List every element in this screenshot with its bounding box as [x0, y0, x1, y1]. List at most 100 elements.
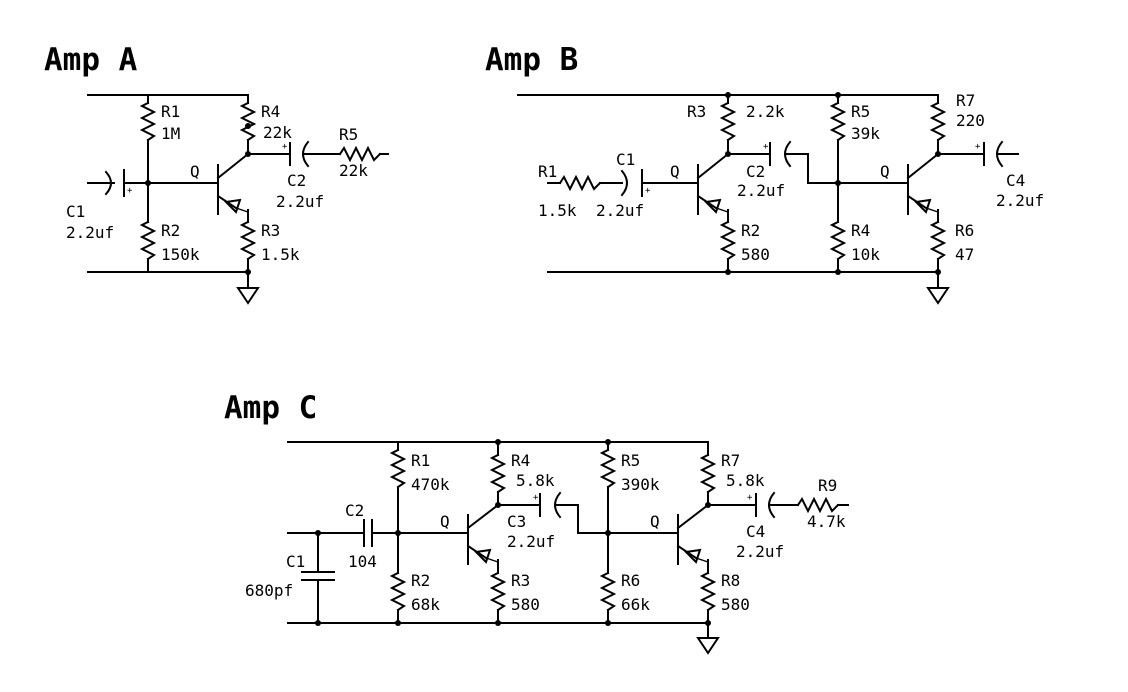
amp-c-junction-dot: [605, 530, 611, 536]
amp-c-c2-value: 104: [348, 552, 377, 571]
amp-c-junction-dot: [315, 530, 321, 536]
amp-a-junction-dot: [245, 269, 251, 275]
amp-c-r1-resistor: [389, 441, 407, 534]
amp-b-r2-value: 580: [741, 245, 770, 264]
amp-c-title: Amp C: [224, 390, 317, 426]
amp-b-q1-label: Q: [670, 162, 680, 181]
amp-a-r2-label: R2: [161, 221, 180, 240]
amp-b-junction-dot: [935, 151, 941, 157]
amp-c-r3-resistor: [489, 559, 507, 624]
amp-a-r1-resistor: [139, 94, 157, 183]
amp-c-c4-polarity: +: [747, 493, 753, 503]
amp-b-c2-value: 2.2uf: [737, 181, 785, 200]
amp-b-junction-dot: [725, 92, 731, 98]
amp-c-junction-dot: [705, 502, 711, 508]
amp-c-transistor-q1: [466, 503, 500, 565]
amp-c-c3-value: 2.2uf: [507, 532, 555, 551]
amp-c-r2-label: R2: [411, 571, 430, 590]
amp-c-junction-dot: [395, 620, 401, 626]
amp-b-c1-value: 2.2uf: [596, 201, 644, 220]
amp-a-c2-capacitor: [289, 140, 341, 168]
amp-b-r3-value: 2.2k: [746, 102, 785, 121]
amp-c-r6-resistor: [599, 532, 617, 624]
amp-a-c1-label: C1: [66, 202, 85, 221]
amp-c-ground-icon: [696, 637, 720, 655]
amp-a-junction-dot: [245, 123, 251, 129]
amp-a-junction-dot: [245, 151, 251, 157]
amp-b-junction-dot: [835, 180, 841, 186]
amp-a-c1-value: 2.2uf: [66, 223, 114, 242]
amp-c-c4-capacitor: [755, 491, 799, 519]
amp-c-r3-value: 580: [511, 595, 540, 614]
amp-a-r3-value: 1.5k: [261, 245, 300, 264]
amp-b-junction-dot: [835, 92, 841, 98]
amp-b-c4-capacitor: [983, 140, 1019, 168]
amp-b-r6-label: R6: [955, 221, 974, 240]
amp-b: Amp B R1 1.5k + C1 2.2uf Q: [485, 42, 1044, 305]
amp-b-r5-label: R5: [851, 102, 870, 121]
amp-b-r2-label: R2: [741, 221, 760, 240]
amp-c-r4-resistor: [489, 441, 507, 506]
amp-c-r8-value: 580: [721, 595, 750, 614]
amp-c-q2-label: Q: [650, 512, 660, 531]
amp-c-transistor-q2: [676, 503, 710, 565]
amp-c-junction-dot: [395, 530, 401, 536]
amp-a-r5-value: 22k: [339, 161, 368, 180]
amp-a-c1-capacitor: [87, 169, 149, 197]
amp-b-r1-value: 1.5k: [538, 201, 577, 220]
amp-b-title: Amp B: [485, 42, 578, 78]
amp-b-r5-value: 39k: [851, 124, 880, 143]
amp-c-r8-resistor: [699, 559, 717, 639]
amp-b-r4-value: 10k: [851, 245, 880, 264]
amp-c-c3-label: C3: [507, 512, 526, 531]
amp-c-r6-label: R6: [621, 571, 640, 590]
amp-b-r2-resistor: [719, 209, 737, 273]
amp-b-ground-icon: [926, 287, 950, 305]
amp-b-junction-dot: [935, 269, 941, 275]
amp-b-transistor-q1: [696, 152, 730, 215]
amp-a-emitter-wire: [235, 207, 249, 213]
amp-c-junction-dot: [605, 620, 611, 626]
amp-c-r2-value: 68k: [411, 595, 440, 614]
amp-a-r3-resistor: [239, 209, 257, 289]
amp-a-transistor-q: [216, 152, 250, 215]
amp-c-r2-resistor: [389, 532, 407, 624]
amp-c-r5-resistor: [599, 441, 617, 534]
amp-a-c1-polarity: +: [127, 186, 133, 196]
amp-b-junction-dot: [725, 151, 731, 157]
amp-c-c2-label: C2: [345, 501, 364, 520]
amp-c-r6-value: 66k: [621, 595, 650, 614]
amp-c-c3-capacitor: [539, 491, 609, 534]
amp-c-r9-label: R9: [818, 476, 837, 495]
amp-c-c1-capacitor: [301, 532, 335, 624]
amp-c-c3-polarity: +: [533, 493, 539, 503]
amp-a-r4-label: R4: [261, 102, 280, 121]
amp-a-ground-icon: [236, 287, 260, 305]
amp-c-junction-dot: [705, 620, 711, 626]
amp-c-c1-value: 680pf: [245, 581, 293, 600]
amp-c-r7-label: R7: [721, 451, 740, 470]
amp-c-junction-dot: [495, 620, 501, 626]
amp-c-r7-value: 5.8k: [726, 471, 765, 490]
amp-b-c4-polarity: +: [975, 142, 981, 152]
amp-a-r1-value: 1M: [161, 124, 180, 143]
amp-c-r9-resistor: [796, 496, 849, 514]
amp-b-q2-label: Q: [880, 162, 890, 181]
amp-b-junction-dot: [725, 269, 731, 275]
amp-a-r4-value: 22k: [263, 123, 292, 142]
amp-b-c1-label: C1: [616, 150, 635, 169]
amp-b-r3-label: R3: [687, 102, 706, 121]
amp-a-junction-dot: [145, 180, 151, 186]
amp-c-r3-label: R3: [511, 571, 530, 590]
amp-b-r6-resistor: [929, 209, 947, 289]
amp-b-c4-value: 2.2uf: [996, 191, 1044, 210]
amp-c: Amp C C1 680pf C2 104 R1 470k: [224, 390, 849, 655]
amp-c-r4-value: 5.8k: [516, 471, 555, 490]
amp-c-r7-resistor: [699, 441, 717, 506]
amp-c-r1-value: 470k: [411, 475, 450, 494]
amp-c-junction-dot: [495, 439, 501, 445]
amp-a-r5-label: R5: [339, 125, 358, 144]
amp-b-r1-resistor: [547, 174, 623, 192]
amp-c-q1-label: Q: [440, 512, 450, 531]
